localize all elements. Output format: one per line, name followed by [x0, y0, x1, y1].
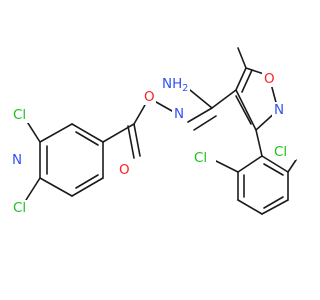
- atom-cl-phenyl-right: Cl: [274, 144, 287, 160]
- chemical-structure: Cl N Cl O O N NH2 O N Cl Cl: [10, 47, 297, 216]
- bond-c6-cl: [25, 177, 41, 201]
- atom-cl-pyridine-top: Cl: [13, 107, 26, 123]
- atom-n-isoxazole: N: [274, 102, 284, 118]
- atom-n-oxime: N: [174, 106, 184, 122]
- atom-nh2: NH2: [162, 76, 188, 94]
- atom-o-carbonyl: O: [119, 162, 130, 178]
- atom-labels: Cl N Cl O O N NH2 O N Cl Cl: [10, 71, 296, 216]
- amidoxime-group: [187, 89, 237, 131]
- bond-c2-cl: [25, 119, 41, 143]
- nh2-subscript: 2: [182, 83, 188, 94]
- isoxazole-ring: [235, 47, 279, 131]
- atom-o-ester: O: [144, 89, 155, 105]
- atom-o-isoxazole: O: [264, 71, 275, 87]
- atom-n-pyridine: N: [12, 152, 22, 168]
- ester-group: [127, 97, 173, 159]
- pyridine-ring: [39, 123, 104, 197]
- atom-cl-pyridine-bottom: Cl: [13, 200, 26, 216]
- atom-cl-phenyl-left: Cl: [194, 150, 207, 166]
- dichlorophenyl-ring: [213, 129, 297, 215]
